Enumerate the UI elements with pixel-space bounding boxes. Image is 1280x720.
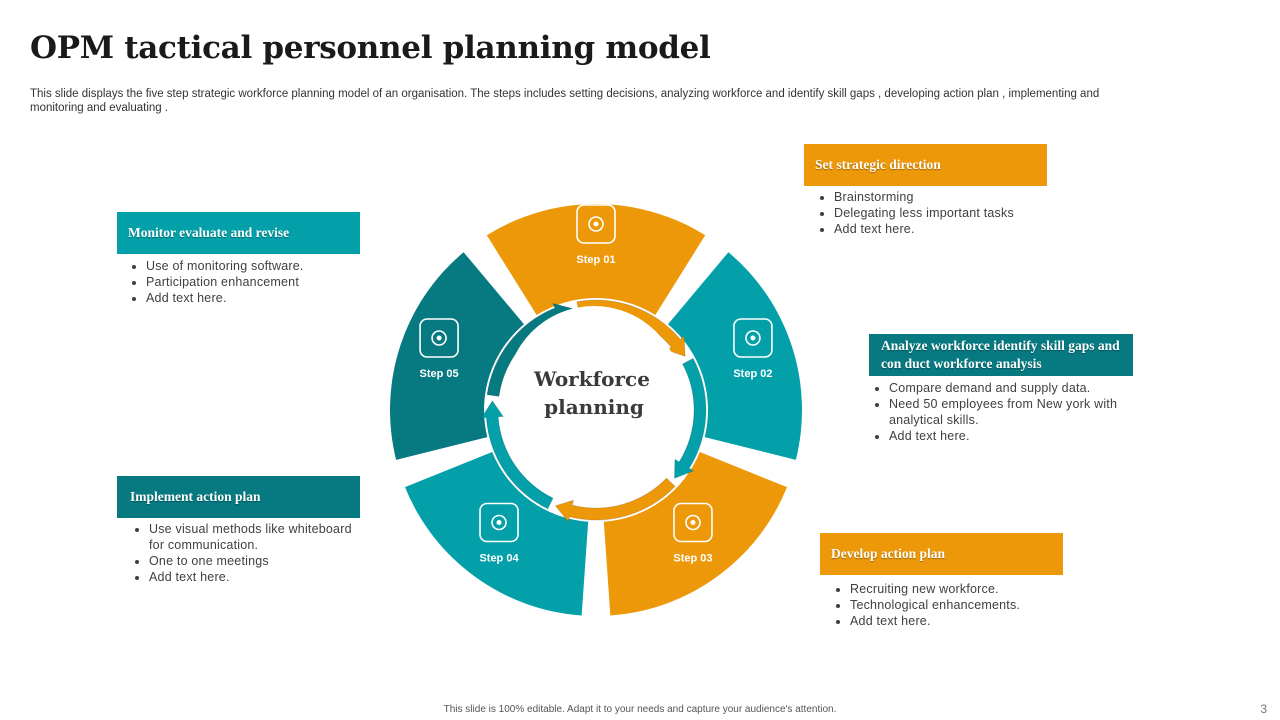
workflow-icon — [733, 318, 773, 358]
monitor-evaluate-title: Monitor evaluate and revise — [128, 225, 290, 240]
center-label-line2: planning — [544, 395, 644, 419]
eye-search-icon — [576, 204, 616, 244]
develop-action-plan-list: Recruiting new workforce. Technological … — [830, 581, 1110, 629]
list-item: Brainstorming — [834, 189, 1094, 205]
list-item: Use visual methods like whiteboard for c… — [149, 521, 364, 553]
center-hub — [506, 306, 682, 482]
segment-step-2 — [667, 252, 803, 460]
develop-action-plan-header: Develop action plan — [820, 533, 1063, 575]
step-label: Step 02 — [733, 368, 772, 380]
cycle-arrow-step-4 — [480, 400, 554, 510]
monitor-evaluate-list: Use of monitoring software. Participatio… — [126, 258, 376, 306]
person-alert-icon — [419, 318, 459, 358]
list-item: Add text here. — [149, 569, 364, 585]
implement-action-plan-list: Use visual methods like whiteboard for c… — [129, 521, 364, 585]
set-strategic-direction-title: Set strategic direction — [815, 157, 941, 172]
list-item: Use of monitoring software. — [146, 258, 376, 274]
slide-footer: This slide is 100% editable. Adapt it to… — [443, 704, 837, 715]
list-item: Add text here. — [146, 290, 376, 306]
list-item: Need 50 employees from New york with ana… — [889, 396, 1151, 428]
cycle-arrow-step-2 — [673, 357, 707, 479]
step-label: Step 04 — [479, 552, 519, 564]
monitor-evaluate-header: Monitor evaluate and revise — [117, 212, 360, 254]
list-item: Compare demand and supply data. — [889, 380, 1151, 396]
presentation-idea-icon — [673, 502, 713, 543]
slide-subtitle: This slide displays the five step strate… — [30, 88, 1100, 114]
segment-step-1 — [486, 203, 706, 316]
set-strategic-direction-header: Set strategic direction — [804, 144, 1047, 186]
list-item: Recruiting new workforce. — [850, 581, 1110, 597]
develop-action-plan-title: Develop action plan — [831, 546, 946, 561]
segment-step-3 — [603, 451, 787, 616]
list-item: Technological enhancements. — [850, 597, 1110, 613]
segment-step-4 — [405, 451, 589, 616]
slide-title: OPM tactical personnel planning model — [30, 30, 711, 66]
document-edit-icon — [479, 502, 519, 543]
analyze-workforce-title: Analyze workforce identify skill gaps an… — [881, 338, 1120, 371]
list-item: One to one meetings — [149, 553, 364, 569]
list-item: Participation enhancement — [146, 274, 376, 290]
list-item: Add text here. — [834, 221, 1094, 237]
list-item: Delegating less important tasks — [834, 205, 1094, 221]
analyze-workforce-list: Compare demand and supply data. Need 50 … — [869, 380, 1151, 444]
implement-action-plan-header: Implement action plan — [117, 476, 360, 518]
step-label: Step 01 — [576, 254, 615, 266]
set-strategic-direction-list: Brainstorming Delegating less important … — [814, 189, 1094, 237]
page-number: 3 — [1260, 702, 1267, 716]
implement-action-plan-title: Implement action plan — [130, 489, 261, 504]
step-label: Step 03 — [673, 552, 712, 564]
list-item: Add text here. — [889, 428, 1151, 444]
list-item: Add text here. — [850, 613, 1110, 629]
cycle-arrow-step-3 — [554, 477, 676, 523]
segment-step-5 — [390, 252, 525, 460]
step-label: Step 05 — [420, 368, 459, 380]
center-label-line1: Workforce — [533, 367, 650, 391]
analyze-workforce-header: Analyze workforce identify skill gaps an… — [869, 334, 1133, 376]
